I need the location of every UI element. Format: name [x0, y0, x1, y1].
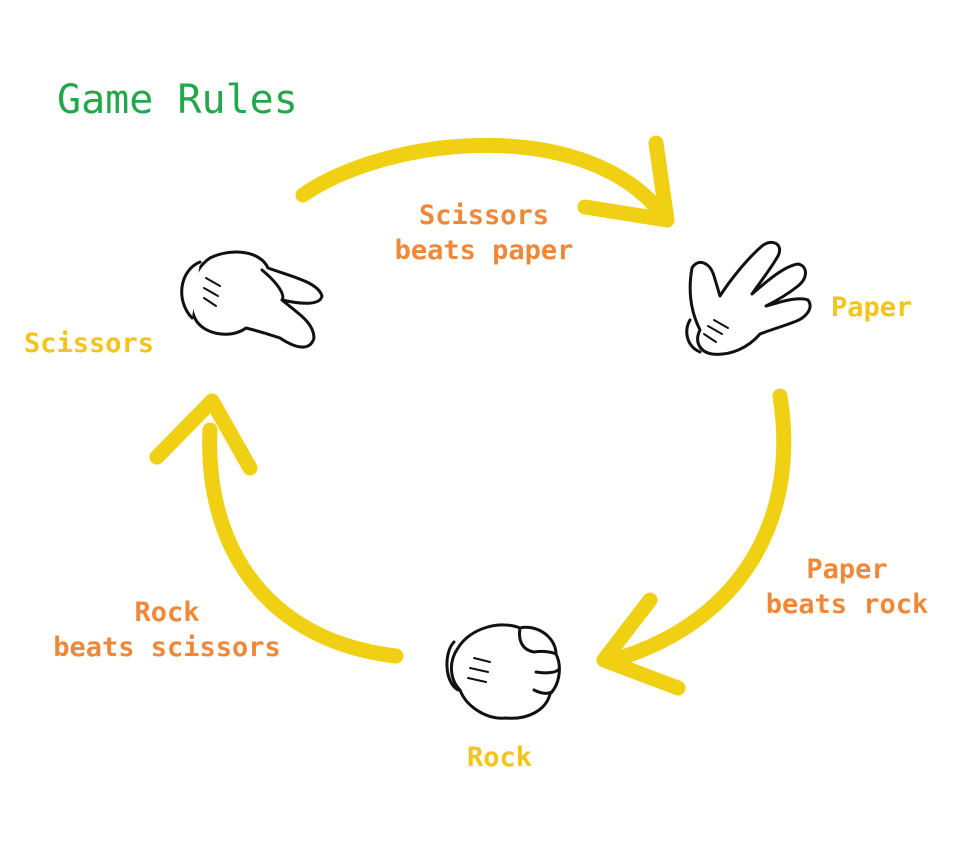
arrow-rock-to-scissors: [149, 393, 404, 664]
rule-line: beats scissors: [53, 632, 281, 664]
arrow-paper-to-rock: [596, 388, 792, 696]
rock-fist-icon: [445, 623, 561, 720]
label-paper: Paper: [831, 292, 913, 323]
rule-paper-beats-rock: Paper beats rock: [752, 552, 942, 622]
page-title: Game Rules: [57, 77, 298, 123]
rule-line: beats paper: [394, 235, 574, 267]
arrow-scissors-to-paper: [295, 135, 675, 228]
paper-hand-icon: [685, 240, 812, 356]
label-rock: Rock: [467, 742, 533, 773]
rule-line: Paper: [806, 554, 888, 585]
rule-line: Scissors: [418, 200, 550, 231]
rule-line: beats rock: [765, 589, 929, 621]
rule-scissors-beats-paper: Scissors beats paper: [380, 198, 588, 268]
scissors-hand-icon: [180, 250, 324, 349]
rule-line: Rock: [134, 597, 200, 628]
label-scissors: Scissors: [24, 328, 155, 359]
rule-rock-beats-scissors: Rock beats scissors: [34, 595, 300, 665]
